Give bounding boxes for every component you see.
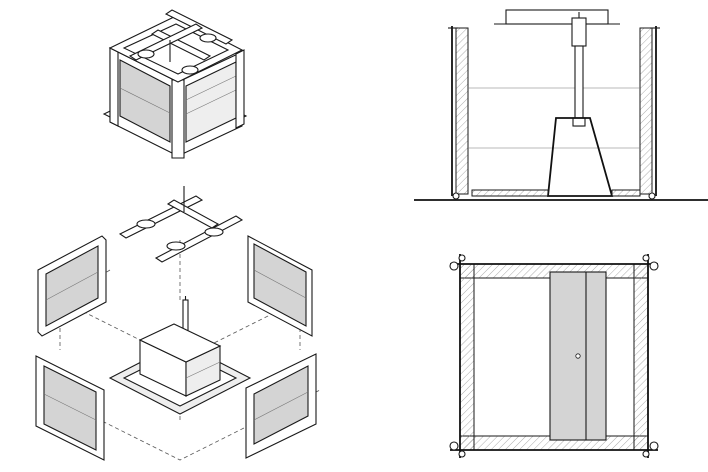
panel-front-right xyxy=(245,353,317,459)
top-plate xyxy=(505,9,609,25)
top-rail xyxy=(150,29,212,61)
plan-view xyxy=(449,254,659,458)
corner-post xyxy=(171,79,185,159)
assembled-isometric-view xyxy=(102,9,248,159)
left-wall xyxy=(459,263,475,451)
exploded-isometric-view xyxy=(35,186,321,461)
section-elevation-view xyxy=(414,9,708,201)
panel-back-right xyxy=(247,235,313,337)
bracket-profile xyxy=(547,117,614,197)
rod-center-point xyxy=(575,353,581,359)
panel-front-left xyxy=(35,355,105,461)
corner-post xyxy=(109,47,119,127)
panel-back-left xyxy=(37,235,107,337)
rod xyxy=(574,45,584,127)
corner-post xyxy=(235,49,245,129)
right-wall xyxy=(639,27,653,195)
top-rail-assembly xyxy=(118,186,244,263)
left-wall xyxy=(455,27,469,195)
left-panel xyxy=(119,59,171,143)
rod-coupler xyxy=(571,17,587,47)
base-assembly xyxy=(108,323,252,415)
right-wall xyxy=(633,263,649,451)
corner-bolts xyxy=(449,254,659,458)
bracket-top xyxy=(138,323,222,363)
